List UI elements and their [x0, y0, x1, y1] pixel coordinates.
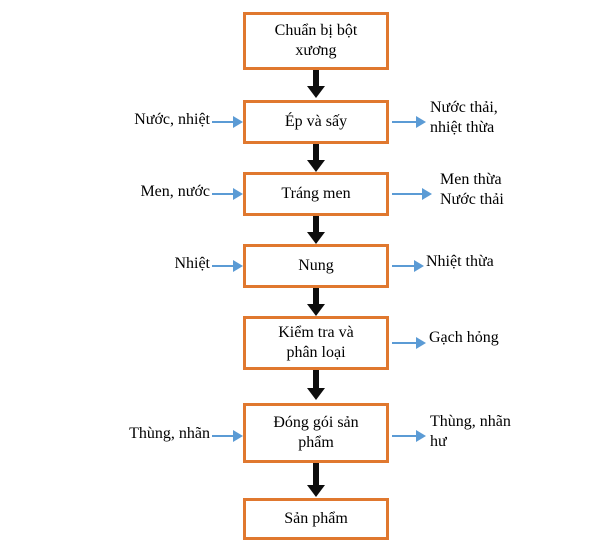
- arrow-shaft: [212, 265, 235, 267]
- connector-step3-to-step4: [306, 216, 326, 244]
- process-box-nung[interactable]: Nung: [243, 244, 389, 288]
- arrow-shaft: [392, 435, 418, 437]
- input-label-trang-men: Men, nước: [140, 183, 210, 200]
- arrow-shaft: [313, 463, 319, 487]
- arrow-shaft: [313, 288, 319, 306]
- arrow-shaft: [392, 342, 418, 344]
- arrow-shaft: [392, 193, 424, 195]
- arrow-shaft: [313, 144, 319, 162]
- input-arrow-nung: [212, 260, 243, 272]
- input-label-ep-va-say: Nước, nhiệt: [134, 111, 210, 128]
- arrow-shaft: [212, 193, 235, 195]
- arrow-head-right-icon: [416, 116, 426, 128]
- process-box-chuan-bi-bot-xuong[interactable]: Chuẩn bị bột xương: [243, 12, 389, 70]
- output-arrow-nung: [392, 260, 424, 272]
- arrow-head-right-icon: [422, 188, 432, 200]
- connector-step4-to-step5: [306, 288, 326, 316]
- connector-step6-to-step7: [306, 463, 326, 497]
- connector-step5-to-step6: [306, 370, 326, 400]
- input-label-nung: Nhiệt: [174, 255, 210, 272]
- arrow-shaft: [392, 121, 418, 123]
- arrow-head-down-icon: [307, 232, 325, 244]
- output-arrow-trang-men: [392, 188, 432, 200]
- process-box-san-pham[interactable]: Sản phẩm: [243, 498, 389, 540]
- input-label-dong-goi-san-pham: Thùng, nhãn: [129, 425, 210, 442]
- input-arrow-ep-va-say: [212, 116, 243, 128]
- process-box-kiem-tra-va-phan-loai[interactable]: Kiểm tra và phân loại: [243, 316, 389, 370]
- arrow-head-down-icon: [307, 160, 325, 172]
- arrow-head-right-icon: [233, 260, 243, 272]
- output-arrow-kiem-tra-va-phan-loai: [392, 337, 426, 349]
- arrow-shaft: [212, 435, 235, 437]
- process-box-dong-goi-san-pham[interactable]: Đóng gói sản phẩm: [243, 403, 389, 463]
- output-arrow-dong-goi-san-pham: [392, 430, 426, 442]
- output-label-kiem-tra-va-phan-loai: Gạch hỏng: [429, 329, 499, 346]
- arrow-head-down-icon: [307, 304, 325, 316]
- arrow-head-right-icon: [233, 188, 243, 200]
- arrow-head-right-icon: [416, 430, 426, 442]
- arrow-head-right-icon: [416, 337, 426, 349]
- arrow-head-right-icon: [414, 260, 424, 272]
- process-box-trang-men[interactable]: Tráng men: [243, 172, 389, 216]
- arrow-head-right-icon: [233, 116, 243, 128]
- connector-step2-to-step3: [306, 144, 326, 172]
- arrow-shaft: [212, 121, 235, 123]
- connector-step1-to-step2: [306, 70, 326, 98]
- arrow-shaft: [392, 265, 416, 267]
- arrow-head-down-icon: [307, 485, 325, 497]
- input-arrow-trang-men: [212, 188, 243, 200]
- arrow-head-right-icon: [233, 430, 243, 442]
- output-label-ep-va-say: Nước thải, nhiệt thừa: [430, 99, 498, 136]
- arrow-shaft: [313, 370, 319, 390]
- arrow-shaft: [313, 70, 319, 88]
- input-arrow-dong-goi-san-pham: [212, 430, 243, 442]
- arrow-shaft: [313, 216, 319, 234]
- process-box-ep-va-say[interactable]: Ép và sấy: [243, 100, 389, 144]
- output-label-dong-goi-san-pham: Thùng, nhãn hư: [430, 413, 511, 450]
- output-label-nung: Nhiệt thừa: [426, 253, 494, 270]
- arrow-head-down-icon: [307, 86, 325, 98]
- arrow-head-down-icon: [307, 388, 325, 400]
- output-arrow-ep-va-say: [392, 116, 426, 128]
- output-label-trang-men: Men thừa Nước thải: [440, 171, 504, 208]
